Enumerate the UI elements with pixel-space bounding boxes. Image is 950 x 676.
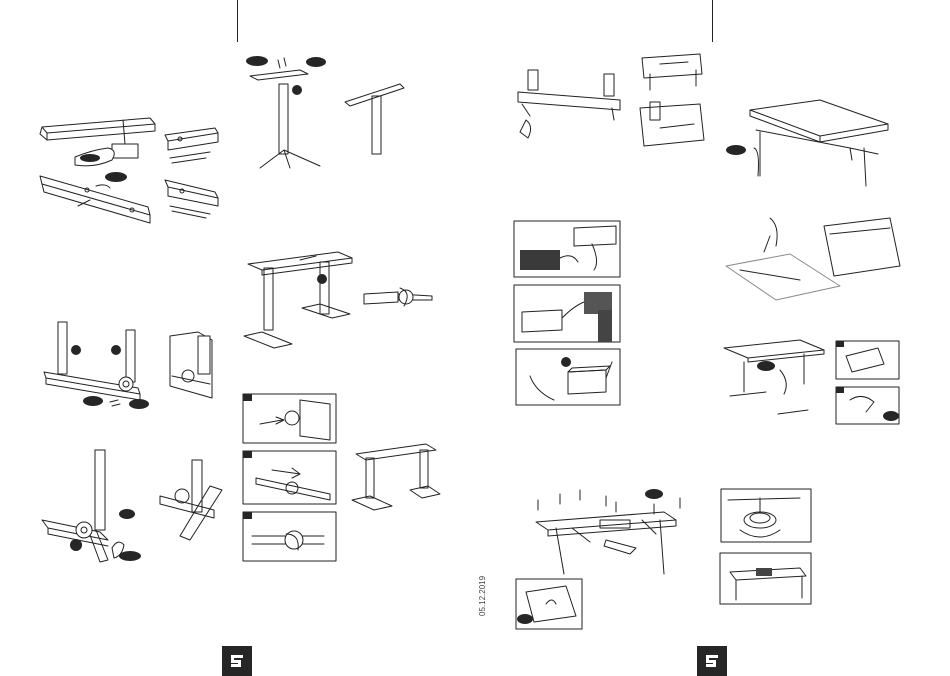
step-detail-c bbox=[243, 512, 336, 561]
step-motor-cable bbox=[514, 285, 620, 342]
callout-marker bbox=[83, 396, 103, 406]
step-crossbar-beams bbox=[40, 118, 218, 223]
callout-marker bbox=[80, 154, 100, 162]
step-detail-b bbox=[243, 451, 336, 504]
step-drill-plate bbox=[726, 218, 900, 300]
step-frame-result bbox=[352, 444, 440, 510]
step-finished-desk bbox=[724, 340, 899, 424]
step-detail-a bbox=[243, 394, 336, 443]
callout-marker bbox=[129, 399, 149, 409]
callout-marker bbox=[119, 551, 141, 561]
step-final-desk bbox=[720, 553, 811, 604]
callout-marker bbox=[119, 509, 135, 519]
callout-marker bbox=[317, 274, 327, 284]
step-control-box bbox=[514, 221, 620, 277]
step-leveling bbox=[721, 489, 811, 542]
callout-marker bbox=[111, 345, 121, 355]
callout-marker bbox=[757, 361, 775, 371]
callout-marker bbox=[105, 172, 127, 182]
callout-marker bbox=[645, 489, 663, 499]
callout-marker bbox=[292, 85, 302, 95]
step-legs-feet bbox=[42, 450, 222, 562]
callout-marker bbox=[726, 145, 746, 155]
step-frame-brackets bbox=[518, 54, 704, 146]
callout-marker bbox=[561, 357, 571, 367]
callout-marker bbox=[70, 539, 82, 551]
step-legs-attach bbox=[44, 322, 212, 409]
callout-marker bbox=[517, 614, 533, 624]
callout-marker bbox=[306, 57, 326, 67]
step-frame-assembly bbox=[516, 489, 680, 629]
callout-marker bbox=[883, 411, 899, 421]
step-frame-screws bbox=[244, 252, 432, 348]
callout-marker bbox=[246, 56, 268, 66]
step-top-bracket bbox=[246, 56, 404, 168]
step-tabletop-mount bbox=[726, 100, 888, 186]
callout-marker bbox=[71, 345, 81, 355]
step-power-adapter bbox=[516, 349, 620, 405]
